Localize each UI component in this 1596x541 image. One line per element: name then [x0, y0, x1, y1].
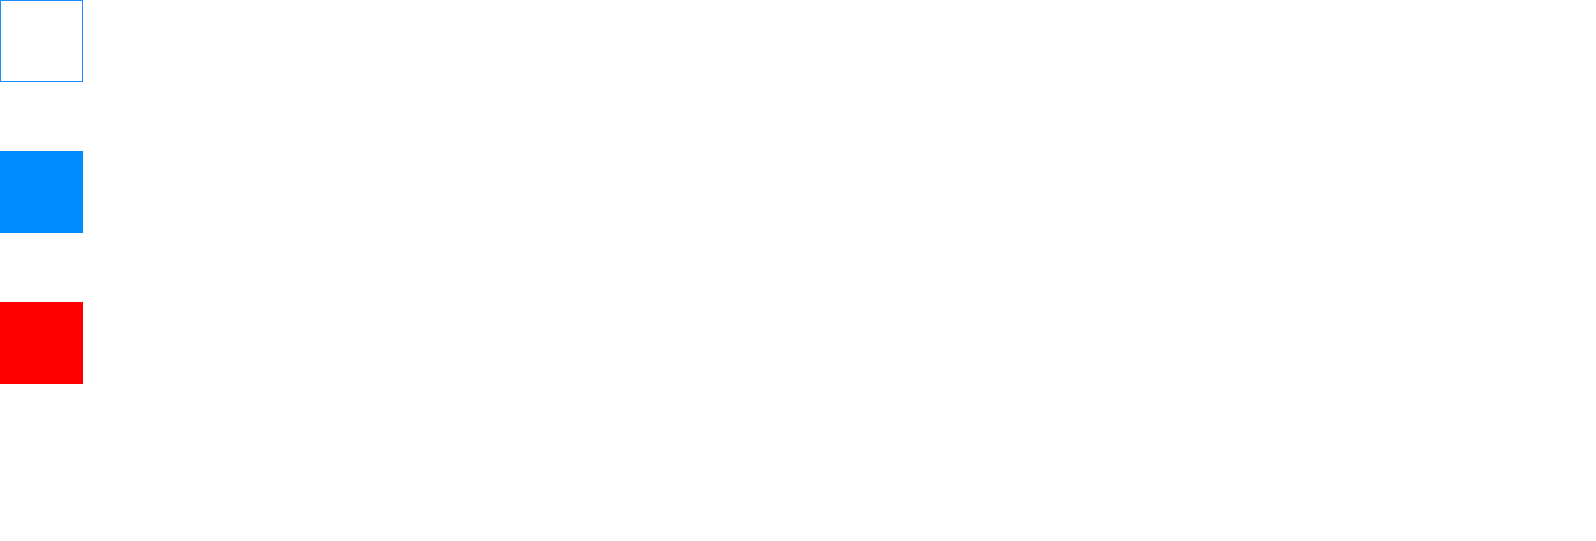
blue-box[interactable]: [0, 151, 83, 233]
red-box[interactable]: [0, 302, 83, 384]
outline-box[interactable]: [0, 0, 83, 82]
